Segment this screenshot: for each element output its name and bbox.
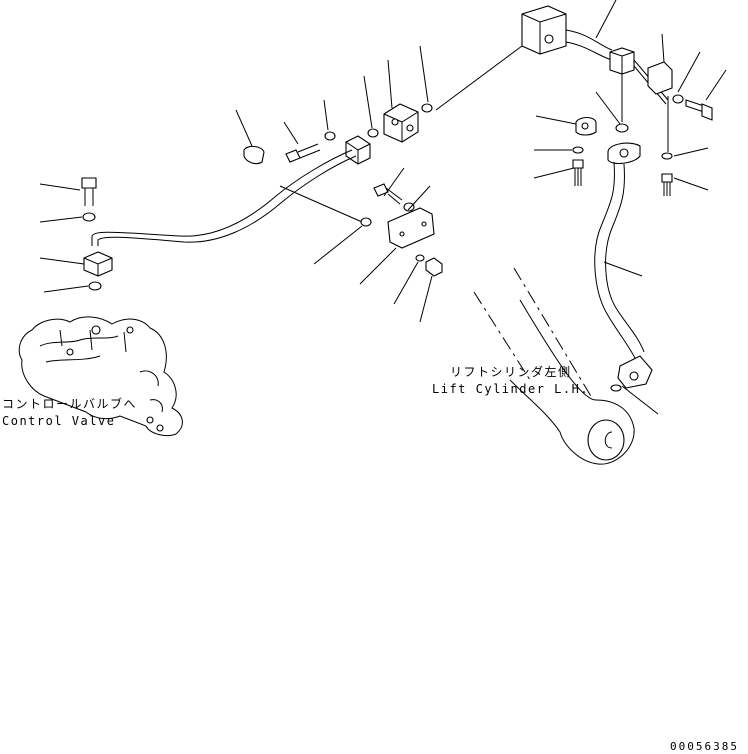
- main-tube: [91, 149, 357, 246]
- o-ring-part-2: [610, 384, 622, 392]
- pipe-end-fitting: [617, 355, 653, 389]
- washer-part-3: [661, 152, 673, 160]
- washer-part-6: [415, 254, 425, 262]
- o-ring-part-4: [367, 128, 379, 138]
- upper-bracket: [647, 61, 673, 95]
- bolt-part-4: [285, 143, 321, 163]
- lift-cylinder-body: [509, 299, 635, 465]
- bolt-part-2: [572, 159, 584, 186]
- o-ring-part: [615, 123, 629, 133]
- tube-flange-left: [83, 251, 113, 277]
- leader-lines: [39, 0, 727, 415]
- lift-cylinder-label-en: Lift Cylinder L.H.: [432, 382, 590, 396]
- upper-small-block: [609, 47, 635, 75]
- cylinder-flange: [607, 142, 641, 165]
- lift-cylinder-label-jp: リフトシリンダ左側: [450, 365, 572, 379]
- nut-part: [425, 257, 443, 277]
- clip-part: [243, 145, 265, 165]
- o-ring-part-5: [360, 217, 372, 227]
- upper-hose: [565, 29, 613, 61]
- o-ring-part-6: [88, 281, 102, 291]
- washer-part-4: [324, 131, 336, 141]
- bolt-part-6: [81, 177, 97, 206]
- drawing-number: 00056385: [670, 740, 739, 753]
- split-flange-block: [383, 103, 419, 143]
- control-valve-label-jp: コントロールバルブへ: [2, 397, 138, 411]
- bolt-part: [685, 99, 713, 121]
- lift-cylinder-pipe: [594, 161, 645, 361]
- bolt-part-5: [373, 183, 403, 205]
- control-valve-label-en: Control Valve: [2, 414, 116, 428]
- control-valve: [18, 316, 183, 437]
- o-ring-part-3: [421, 103, 433, 113]
- washer-part-5: [403, 202, 415, 212]
- junction-block: [521, 5, 567, 55]
- washer-part: [672, 94, 684, 104]
- washer-part-2: [572, 146, 584, 154]
- split-flange-part: [575, 116, 597, 136]
- bracket-plate: [387, 207, 435, 249]
- tube-flange-fitting: [345, 135, 371, 165]
- bolt-part-3: [661, 173, 673, 196]
- washer-part-7: [82, 212, 96, 222]
